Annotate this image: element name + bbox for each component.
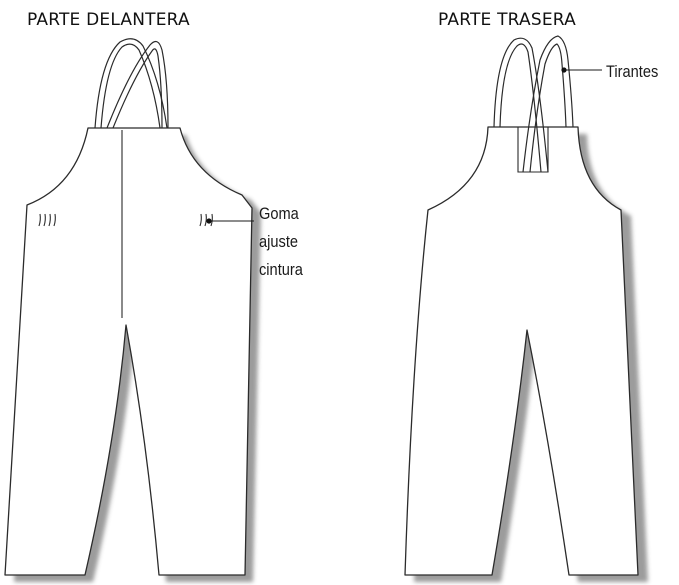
back-center-panel bbox=[517, 127, 549, 173]
front-overalls-drawing bbox=[4, 38, 261, 582]
front-garment-outline bbox=[4, 127, 253, 576]
front-view-heading: PARTE DELANTERA bbox=[27, 10, 190, 30]
cintura-callout-label: cintura bbox=[259, 260, 303, 279]
back-garment-outline bbox=[404, 126, 639, 576]
front-right-elastic-marks bbox=[199, 213, 213, 227]
back-straps bbox=[493, 35, 574, 173]
back-view-heading: PARTE TRASERA bbox=[438, 10, 576, 30]
front-straps bbox=[94, 38, 169, 129]
tirantes-callout-dot bbox=[561, 67, 567, 73]
tirantes-callout-label: Tirantes bbox=[606, 62, 659, 81]
back-overalls-drawing bbox=[404, 35, 648, 582]
goma-callout-label: Goma bbox=[259, 204, 299, 223]
goma-callout-dot bbox=[206, 218, 212, 224]
ajuste-callout-label: ajuste bbox=[259, 232, 299, 251]
front-left-elastic-marks bbox=[38, 213, 56, 227]
